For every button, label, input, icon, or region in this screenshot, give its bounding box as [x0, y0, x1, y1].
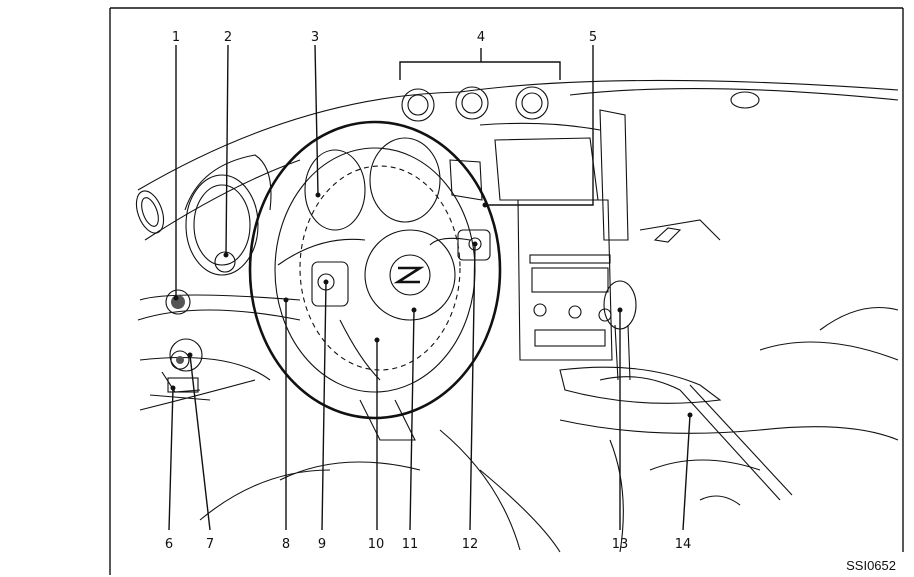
callout-10: 10 — [368, 537, 385, 552]
leader-lines — [169, 45, 690, 530]
callout-5: 5 — [589, 30, 597, 45]
figure-code: SSI0652 — [846, 558, 896, 573]
figure-frame — [110, 8, 903, 575]
callout-labels: 1 2 3 4 5 6 7 8 9 10 11 12 13 14 — [165, 30, 691, 552]
callout-4: 4 — [477, 30, 485, 45]
callout-6: 6 — [165, 537, 173, 552]
callout-11: 11 — [402, 537, 419, 552]
callout-14: 14 — [675, 537, 692, 552]
callout-8: 8 — [282, 537, 290, 552]
callout-2: 2 — [224, 30, 232, 45]
callout-7: 7 — [206, 537, 214, 552]
dashboard-illustration — [131, 48, 898, 552]
callout-9: 9 — [318, 537, 326, 552]
callout-3: 3 — [311, 30, 319, 45]
callout-13: 13 — [612, 537, 629, 552]
callout-1: 1 — [172, 30, 180, 45]
callout-12: 12 — [462, 537, 479, 552]
leader-dots — [171, 193, 693, 418]
